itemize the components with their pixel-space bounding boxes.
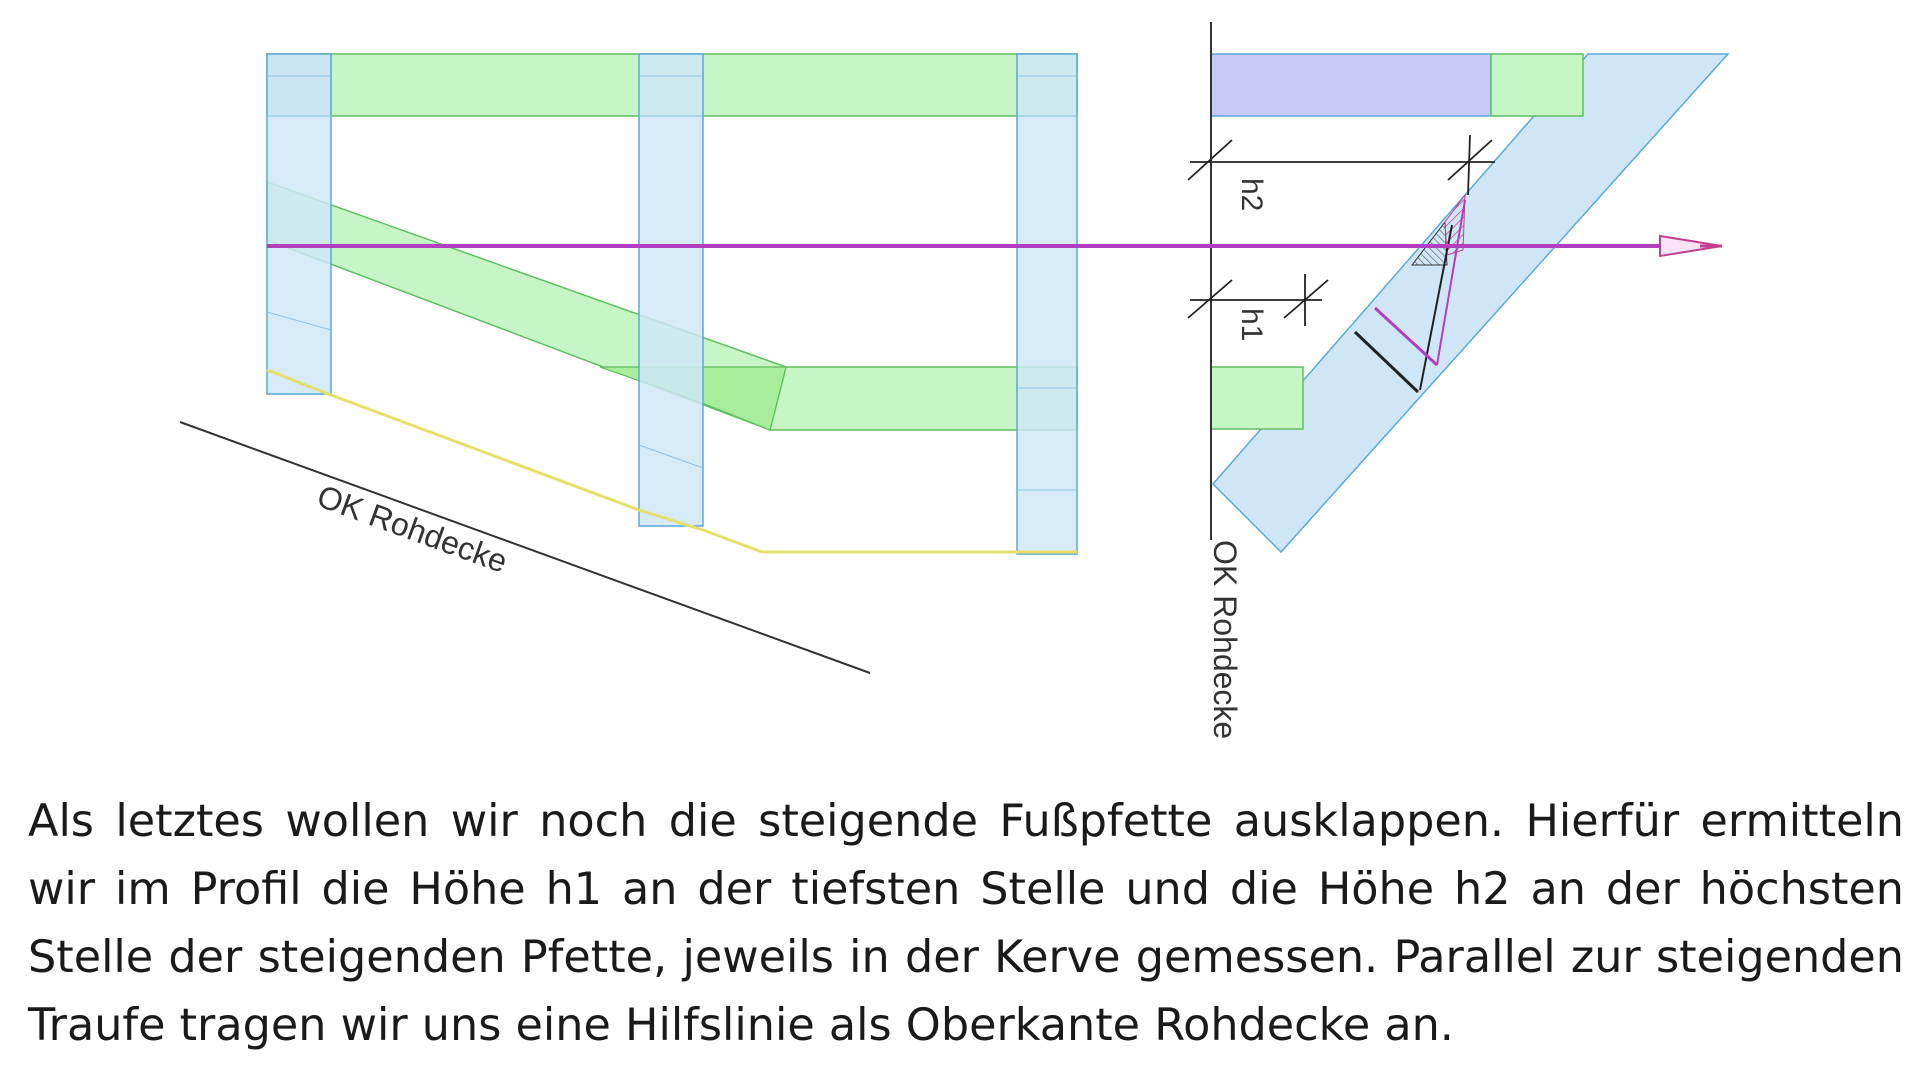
datum-label-left: OK Rohdecke xyxy=(313,478,513,580)
notch-cut-black xyxy=(1353,330,1420,394)
rafter xyxy=(1211,53,1730,554)
construction-diagram: OK Rohdecke OK Rohdecke h2 xyxy=(179,22,1730,739)
notch-cut-purple xyxy=(1373,306,1439,367)
datum-line-left xyxy=(179,421,871,674)
section-arrow-icon xyxy=(1659,234,1723,258)
notch-line-black xyxy=(1419,224,1453,391)
lower-green-block xyxy=(1210,366,1304,430)
dimension-h1 xyxy=(1187,274,1329,326)
eave-line xyxy=(266,368,1077,554)
caption-text: Als letztes wollen wir noch die steigend… xyxy=(28,796,1904,1051)
upper-green-block xyxy=(1490,53,1584,117)
dimension-h2 xyxy=(1187,134,1495,196)
post-left xyxy=(266,53,332,395)
hatch-dark xyxy=(1410,220,1448,266)
h1-label: h1 xyxy=(1235,308,1268,341)
post-middle xyxy=(638,53,704,527)
left-view: OK Rohdecke xyxy=(179,53,1078,674)
h2-label: h2 xyxy=(1235,178,1268,211)
upper-block xyxy=(1210,53,1492,117)
datum-label-right: OK Rohdecke xyxy=(1207,540,1243,739)
notch-line-purple xyxy=(1436,199,1466,366)
section-line xyxy=(267,234,1723,258)
post-right xyxy=(1016,53,1078,555)
profile-view: OK Rohdecke h2 h1 xyxy=(1187,22,1730,739)
